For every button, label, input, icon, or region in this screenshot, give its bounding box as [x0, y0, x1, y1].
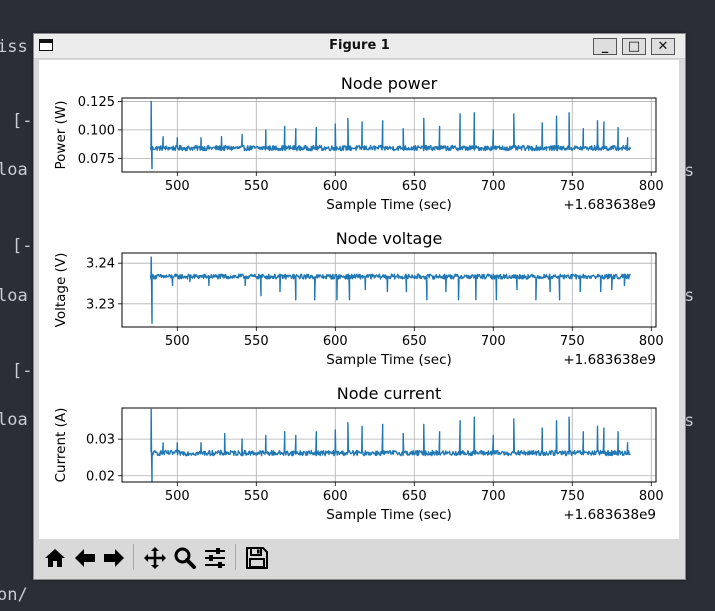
y-tick-label: 0.125 — [78, 95, 115, 110]
x-tick-label: 800 — [639, 334, 664, 349]
pan-button[interactable] — [141, 544, 169, 572]
y-tick-label: 0.075 — [78, 152, 115, 167]
x-tick-label: 750 — [560, 489, 585, 504]
series-line — [149, 256, 631, 324]
x-tick-label: 800 — [639, 489, 664, 504]
y-axis-label: Current (A) — [53, 408, 69, 483]
y-tick-label: 0.03 — [86, 433, 115, 448]
save-floppy-icon — [246, 547, 268, 569]
terminal-line: [- — [12, 236, 33, 256]
y-tick-label: 3.24 — [86, 257, 115, 272]
x-tick-label: 750 — [560, 179, 585, 194]
y-tick-label: 0.100 — [78, 123, 115, 138]
axes-frame — [121, 97, 657, 173]
x-tick-label: 600 — [323, 489, 348, 504]
x-offset-label: +1.683638e9 — [563, 352, 656, 368]
y-axis-label: Voltage (V) — [53, 253, 69, 328]
subplot — [118, 97, 657, 176]
axes-frame — [121, 252, 657, 328]
window-title: Figure 1 — [329, 38, 390, 53]
terminal-line: s — [684, 411, 695, 431]
x-offset-label: +1.683638e9 — [563, 507, 656, 523]
x-tick-label: 600 — [323, 179, 348, 194]
terminal-line: [- — [12, 111, 33, 131]
pan-move-icon — [144, 547, 166, 569]
x-tick-label: 750 — [560, 334, 585, 349]
home-button[interactable] — [41, 544, 69, 572]
zoom-button[interactable] — [171, 544, 199, 572]
subplot-title: Node power — [341, 74, 438, 93]
figure-window: Figure 1 _ □ ✕ 500 550 600 650 700 750 800 0.07… — [33, 33, 686, 580]
toolbar-separator — [133, 544, 134, 570]
x-offset-label: +1.683638e9 — [563, 197, 656, 213]
x-tick-label: 650 — [402, 179, 427, 194]
forward-button[interactable] — [100, 544, 128, 572]
terminal-line: s — [684, 286, 695, 306]
window-icon — [39, 39, 53, 51]
x-tick-label: 700 — [481, 489, 506, 504]
configure-subplots-icon — [205, 548, 225, 568]
subplot — [118, 252, 657, 331]
series-line — [149, 100, 632, 170]
x-tick-label: 550 — [244, 334, 269, 349]
zoom-magnifier-icon — [174, 547, 196, 569]
subplot-title: Node current — [337, 384, 442, 403]
subplot-title: Node voltage — [336, 229, 443, 248]
terminal-line: iss — [0, 37, 28, 57]
close-button[interactable]: ✕ — [651, 38, 675, 55]
navigation-toolbar — [39, 539, 679, 574]
x-tick-label: 500 — [165, 334, 190, 349]
x-tick-label: 550 — [244, 489, 269, 504]
x-axis-label: Sample Time (sec) — [326, 507, 452, 523]
back-button[interactable] — [71, 544, 99, 572]
axes-frame — [121, 407, 657, 483]
terminal-line: loa — [0, 410, 28, 430]
x-tick-label: 650 — [402, 334, 427, 349]
x-tick-label: 600 — [323, 334, 348, 349]
y-axis-label: Power (W) — [53, 101, 69, 170]
maximize-button[interactable]: □ — [622, 38, 646, 55]
x-axis-label: Sample Time (sec) — [326, 352, 452, 368]
x-tick-label: 650 — [402, 489, 427, 504]
x-tick-label: 550 — [244, 179, 269, 194]
configure-subplots-button[interactable] — [201, 544, 229, 572]
x-axis-label: Sample Time (sec) — [326, 197, 452, 213]
save-button[interactable] — [243, 544, 271, 572]
y-tick-label: 0.02 — [86, 469, 115, 484]
x-tick-label: 800 — [639, 179, 664, 194]
minimize-button[interactable]: _ — [593, 38, 617, 55]
terminal-line: [- — [12, 361, 33, 381]
subplot — [118, 407, 657, 486]
window-titlebar[interactable]: Figure 1 _ □ ✕ — [34, 34, 685, 59]
terminal-line: on/ — [0, 585, 28, 605]
toolbar-separator — [235, 544, 236, 570]
y-tick-label: 3.23 — [86, 297, 115, 312]
forward-arrow-icon — [104, 549, 124, 567]
terminal-line: loa — [0, 160, 28, 180]
x-tick-label: 500 — [165, 489, 190, 504]
x-tick-label: 700 — [481, 179, 506, 194]
home-icon — [45, 549, 65, 567]
back-arrow-icon — [75, 549, 95, 567]
series-line — [150, 408, 631, 482]
terminal-line: s — [684, 161, 695, 181]
terminal-line: loa — [0, 286, 28, 306]
x-tick-label: 700 — [481, 334, 506, 349]
x-tick-label: 500 — [165, 179, 190, 194]
